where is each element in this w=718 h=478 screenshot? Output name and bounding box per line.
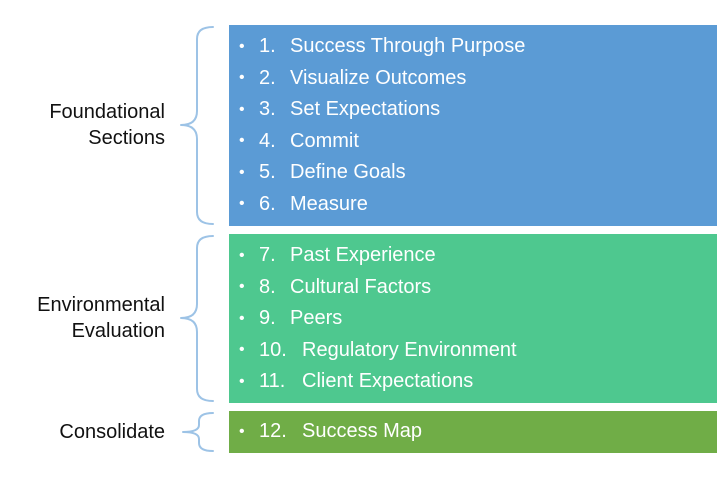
group-label-environmental-evaluation: Environmental Evaluation xyxy=(37,292,165,344)
item-number: 8. xyxy=(259,275,276,298)
item-number: 9. xyxy=(259,307,276,329)
environmental-evaluation-box: • 7. Past Experience • 8. Cultural Facto… xyxy=(229,234,717,403)
list-item: • 11. Client Expectations xyxy=(239,366,717,398)
list-item: • 10. Regulatory Environment xyxy=(239,335,717,367)
group-label-line: Sections xyxy=(88,127,165,149)
list-item: • 2. Visualize Outcomes xyxy=(239,63,717,95)
item-number: 11. xyxy=(259,370,286,392)
item-text: Cultural Factors xyxy=(290,275,432,298)
item-text: Success Through Purpose xyxy=(290,35,526,57)
list-item: • 9. Peers xyxy=(239,303,717,335)
bullet-icon: • xyxy=(239,132,245,150)
curly-brace-icon xyxy=(182,412,214,452)
list-item: • 1. Success Through Purpose xyxy=(239,31,717,63)
item-number: 1. xyxy=(259,35,276,57)
bullet-icon: • xyxy=(239,309,245,327)
bullet-icon: • xyxy=(239,37,245,55)
list-item: • 12. Success Map xyxy=(239,416,717,448)
item-number: 12. xyxy=(259,420,287,442)
group-label-line: Foundational xyxy=(49,101,165,123)
bullet-icon: • xyxy=(239,341,245,359)
bullet-icon: • xyxy=(239,372,245,390)
group-label-consolidate: Consolidate xyxy=(59,419,165,445)
group-label-foundational-sections: Foundational Sections xyxy=(49,99,165,151)
consolidate-box: • 12. Success Map xyxy=(229,411,717,453)
foundational-sections-box: • 1. Success Through Purpose • 2. Visual… xyxy=(229,25,717,226)
group-label-line: Evaluation xyxy=(71,320,165,342)
bullet-icon: • xyxy=(239,100,245,118)
item-number: 2. xyxy=(259,66,276,89)
item-text: Success Map xyxy=(302,420,423,442)
item-number: 5. xyxy=(259,161,276,183)
item-number: 7. xyxy=(259,244,276,266)
item-text: Define Goals xyxy=(290,161,406,183)
item-text: Commit xyxy=(290,129,359,152)
list-item: • 6. Measure xyxy=(239,189,717,221)
bullet-icon: • xyxy=(239,278,245,296)
item-text: Client Expectations xyxy=(302,370,474,392)
item-number: 10. xyxy=(259,338,287,361)
curly-brace-icon xyxy=(180,26,214,225)
bullet-icon: • xyxy=(239,422,245,440)
item-number: 6. xyxy=(259,192,276,215)
group-label-line: Environmental xyxy=(37,294,165,316)
bullet-icon: • xyxy=(239,69,245,87)
item-text: Measure xyxy=(290,192,368,215)
item-text: Past Experience xyxy=(290,244,436,266)
item-number: 4. xyxy=(259,129,276,152)
list-item: • 8. Cultural Factors xyxy=(239,272,717,304)
item-text: Regulatory Environment xyxy=(302,338,517,361)
item-text: Visualize Outcomes xyxy=(290,66,467,89)
list-item: • 5. Define Goals xyxy=(239,157,717,189)
item-text: Peers xyxy=(290,307,343,329)
bullet-icon: • xyxy=(239,195,245,213)
list-item: • 4. Commit xyxy=(239,126,717,158)
bullet-icon: • xyxy=(239,246,245,264)
list-item: • 7. Past Experience xyxy=(239,240,717,272)
group-label-line: Consolidate xyxy=(59,421,165,443)
item-number: 3. xyxy=(259,98,276,120)
curly-brace-icon xyxy=(180,235,214,402)
list-item: • 3. Set Expectations xyxy=(239,94,717,126)
bullet-icon: • xyxy=(239,163,245,181)
item-text: Set Expectations xyxy=(290,98,441,120)
